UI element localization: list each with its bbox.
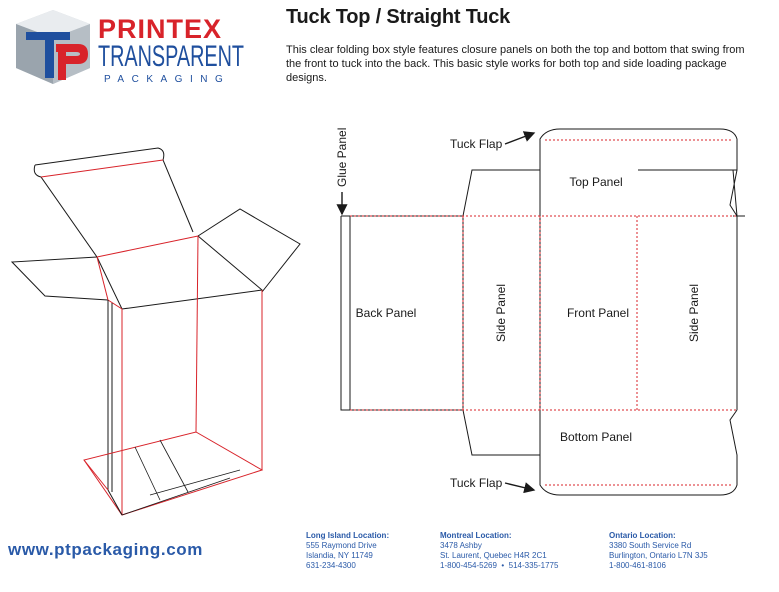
logo-cube-icon — [16, 10, 90, 84]
logo-line-1: PRINTEX — [98, 14, 222, 44]
location-long-island: Long Island Location: 555 Raymond Drive … — [306, 531, 389, 571]
tuck-flap-bottom-label: Tuck Flap — [450, 476, 503, 490]
company-logo: PRINTEX TRANSPARENT PACKAGING — [16, 10, 244, 85]
location-line: St. Laurent, Quebec H4R 2C1 — [440, 551, 547, 560]
flat-dieline — [340, 128, 745, 496]
location-montreal: Montreal Location: 3478 Ashby St. Lauren… — [440, 531, 558, 571]
side-panel-left-label: Side Panel — [494, 284, 508, 342]
location-line: 3380 South Service Rd — [609, 541, 692, 550]
location-ontario: Ontario Location: 3380 South Service Rd … — [609, 531, 708, 571]
back-panel-label: Back Panel — [356, 306, 417, 320]
page-title: Tuck Top / Straight Tuck — [286, 6, 511, 28]
location-line: 3478 Ashby — [440, 541, 482, 550]
location-line: Burlington, Ontario L7N 3J5 — [609, 551, 708, 560]
tuck-flap-top-label: Tuck Flap — [450, 137, 503, 151]
top-panel-label: Top Panel — [569, 175, 622, 189]
location-line: 631-234-4300 — [306, 561, 356, 570]
bottom-panel-label: Bottom Panel — [560, 430, 632, 444]
location-line: 1-800-454-5269 • 514-335-1775 — [440, 561, 559, 570]
location-heading: Montreal Location: — [440, 531, 512, 540]
location-line: Islandia, NY 11749 — [306, 551, 373, 560]
glue-panel-label: Glue Panel — [335, 128, 349, 187]
box-3d-illustration — [10, 147, 301, 516]
tuck-flap-top-arrow-icon — [504, 131, 536, 145]
website-link[interactable]: www.ptpackaging.com — [8, 540, 203, 559]
logo-line-3: PACKAGING — [104, 74, 230, 85]
box-dieline-diagram: Glue Panel Tuck Flap Top Panel Back Pane… — [10, 128, 745, 516]
location-heading: Long Island Location: — [306, 531, 390, 540]
location-line: 555 Raymond Drive — [306, 541, 377, 550]
location-heading: Ontario Location: — [609, 531, 676, 540]
logo-line-2: TRANSPARENT — [98, 40, 244, 73]
style-description: This clear folding box style features cl… — [286, 44, 745, 84]
side-panel-right-label: Side Panel — [687, 284, 701, 342]
front-panel-label: Front Panel — [567, 306, 629, 320]
tuck-flap-bottom-arrow-icon — [504, 482, 536, 494]
location-line: 1-800-461-8106 — [609, 561, 666, 570]
